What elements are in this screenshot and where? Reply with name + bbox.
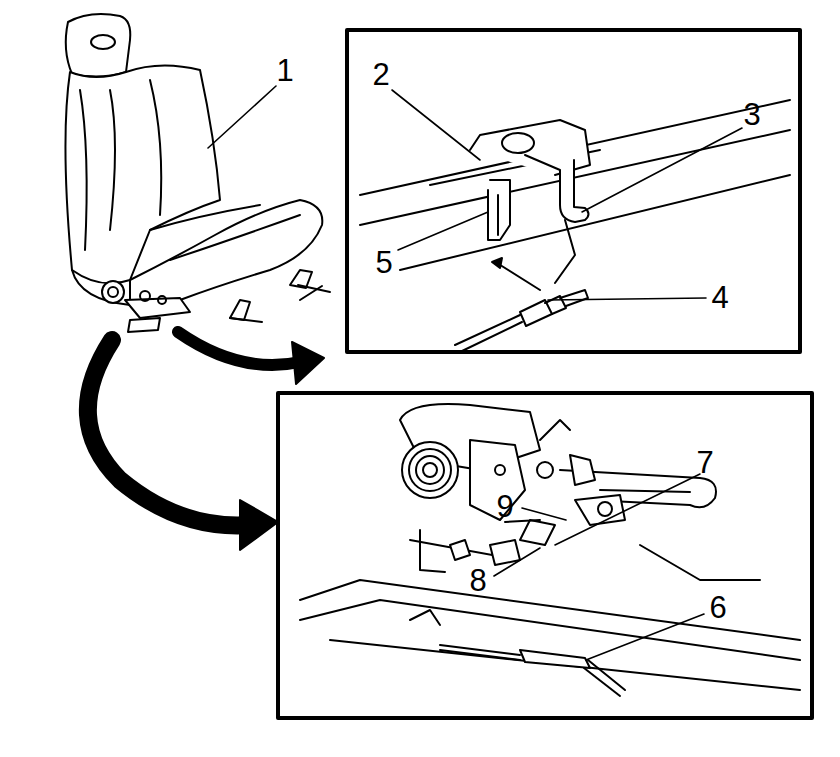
- recliner-mechanism-detail: [300, 404, 800, 696]
- callout-number: 9: [494, 491, 515, 522]
- callout-number: 6: [707, 592, 728, 623]
- callout-number: 3: [741, 99, 762, 130]
- leader-lines: [208, 86, 742, 660]
- callout-number: 2: [370, 59, 391, 90]
- seat-drawing: [65, 14, 330, 332]
- callout-number: 4: [709, 282, 730, 313]
- detail-frame: [278, 393, 812, 718]
- callout-number: 7: [694, 447, 715, 478]
- detail-frame: [347, 30, 800, 352]
- callout-number: 8: [467, 565, 488, 596]
- cable-end-detail: [360, 100, 790, 352]
- callout-number: 5: [373, 247, 394, 278]
- callout-number: 1: [274, 55, 295, 86]
